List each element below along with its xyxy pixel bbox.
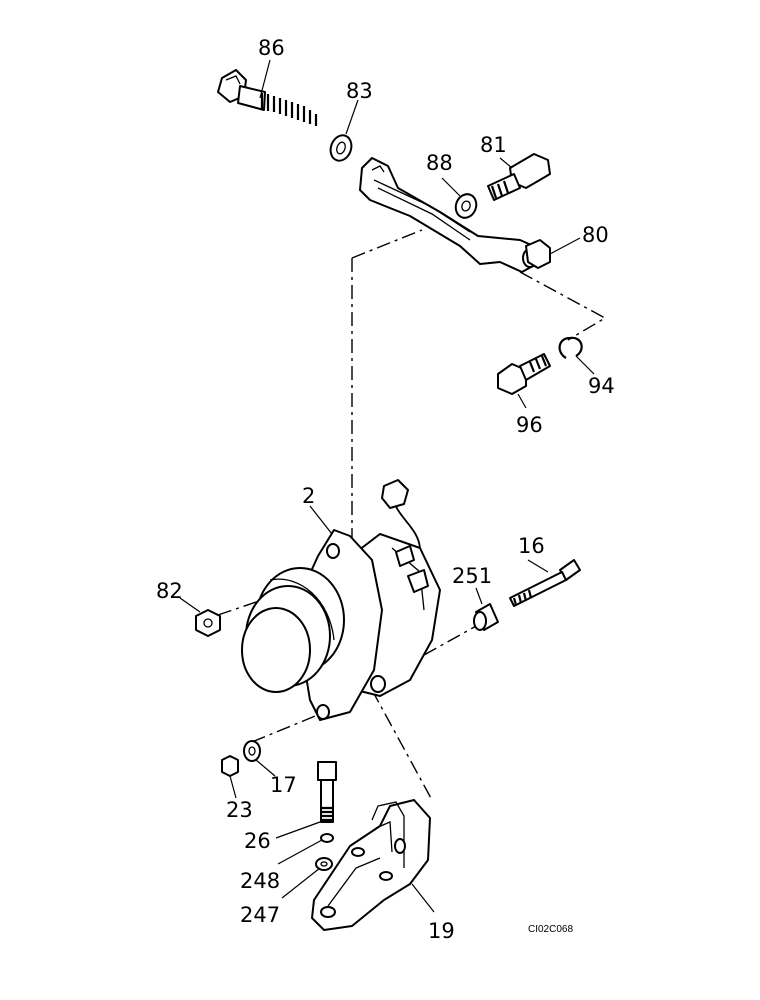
- callout-80: 80: [582, 223, 609, 247]
- part-251-spacer: [473, 603, 499, 631]
- callout-26: 26: [244, 829, 271, 853]
- callout-82: 82: [156, 579, 183, 603]
- part-94-snap-ring: [558, 336, 583, 359]
- part-88-washer: [454, 193, 478, 219]
- drawing-id: CI02C068: [528, 924, 573, 935]
- callout-2: 2: [302, 484, 315, 508]
- part-16-bolt: [509, 559, 581, 607]
- callout-247: 247: [240, 903, 280, 927]
- leader-lines: [179, 59, 595, 913]
- part-83-washer: [329, 134, 353, 162]
- callout-16: 16: [518, 534, 545, 558]
- part-81-bolt: [487, 153, 551, 201]
- assembly-lines: [217, 229, 607, 801]
- callout-19: 19: [428, 919, 455, 943]
- part-17-washer: [243, 740, 261, 762]
- part-82-nut: [195, 609, 221, 637]
- part-2-alternator: [241, 479, 441, 721]
- part-23-nut: [221, 755, 239, 777]
- callout-labels: 86 83 88 81 80 94 96 2 16 251 82 17 23 2…: [156, 36, 615, 943]
- callout-251: 251: [452, 564, 492, 588]
- callout-86: 86: [258, 36, 285, 60]
- part-80-nut: [525, 239, 551, 269]
- part-96-bolt: [497, 353, 551, 395]
- callout-96: 96: [516, 413, 543, 437]
- callout-23: 23: [226, 798, 253, 822]
- part-86-bolt: [217, 69, 318, 126]
- callout-81: 81: [480, 133, 507, 157]
- callout-83: 83: [346, 79, 373, 103]
- callout-94: 94: [588, 374, 615, 398]
- part-26-bolt: [317, 761, 337, 823]
- part-248-spring-washer: [320, 833, 334, 843]
- part-19-mounting-bracket: [311, 799, 431, 931]
- callout-17: 17: [270, 773, 297, 797]
- part-247-washer: [315, 857, 333, 871]
- callout-88: 88: [426, 151, 453, 175]
- callout-248: 248: [240, 869, 280, 893]
